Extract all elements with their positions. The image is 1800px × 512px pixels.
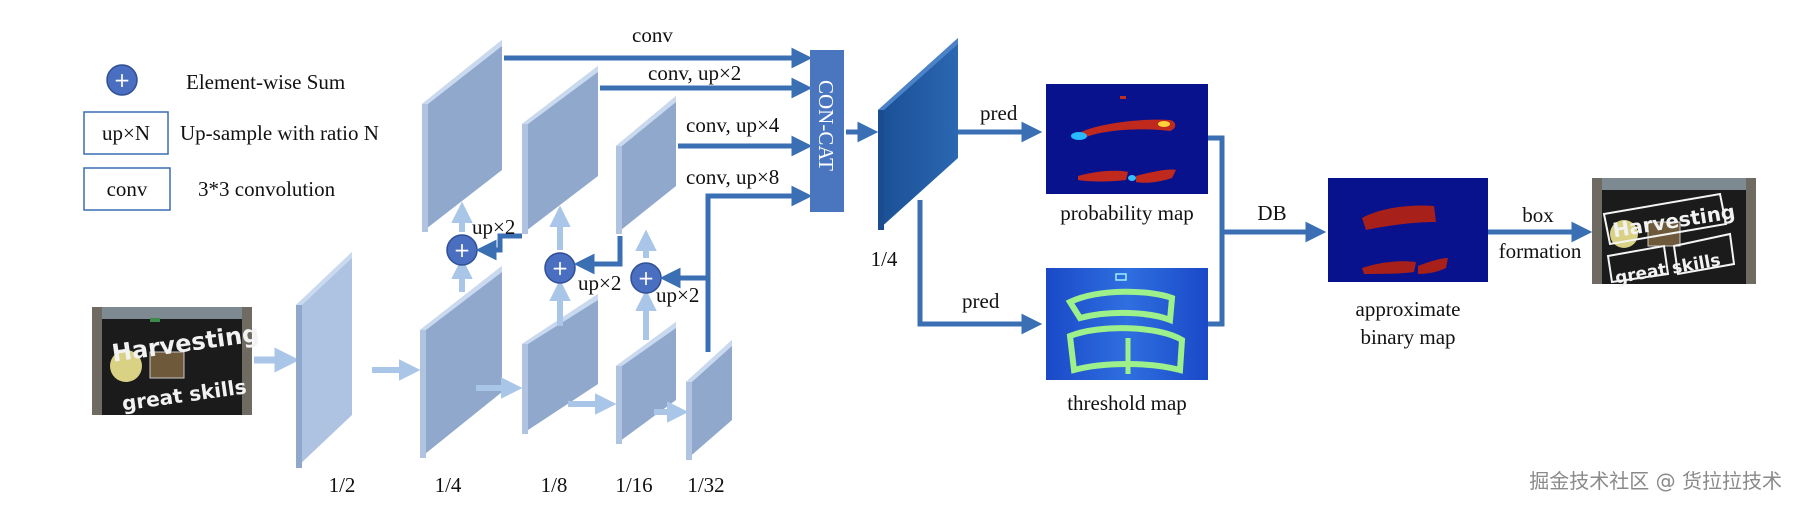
fpn-block-1-8	[522, 66, 598, 234]
legend-sum-icon	[106, 64, 138, 96]
feature-block	[878, 38, 958, 230]
branch-label-up2: conv, up×2	[648, 61, 741, 85]
probability-map-label: probability map	[1060, 201, 1194, 225]
box-label-line1: box	[1522, 203, 1554, 227]
scale-label-1-4: 1/4	[435, 473, 462, 497]
topdown-arrow-1	[475, 233, 522, 261]
legend-conv-box-text: conv	[107, 177, 148, 201]
threshold-map	[1046, 268, 1208, 380]
pred-label-bottom: pred	[962, 289, 1000, 313]
up-label-1: up×2	[472, 215, 515, 239]
watermark: 掘金技术社区 @ 货拉拉技术	[1529, 469, 1782, 493]
legend-sum-label: Element-wise Sum	[186, 70, 345, 94]
input-image: Harvesting great skills	[92, 307, 261, 416]
fpn: + + + up×2 up×2 up×2	[422, 40, 711, 352]
pred-label-top: pred	[980, 101, 1018, 125]
sum-node-2: +	[544, 252, 576, 284]
box-label-line2: formation	[1499, 239, 1582, 263]
branch-label-conv: conv	[632, 23, 673, 47]
approx-label-line1: approximate	[1356, 297, 1461, 321]
sum-node-1-symbol: +	[454, 238, 471, 262]
legend-upsample-label: Up-sample with ratio N	[180, 121, 379, 145]
output-image: Harvesting great skills	[1592, 178, 1756, 289]
pred-arrow-bottom	[917, 200, 1043, 335]
concat-box	[810, 50, 844, 212]
sum-node-2-symbol: +	[552, 256, 569, 280]
legend-conv-label: 3*3 convolution	[198, 177, 336, 201]
sum-node-1: +	[446, 234, 478, 266]
db-bracket	[1208, 135, 1225, 327]
legend-upsample-box	[83, 111, 169, 155]
branch-label-up8: conv, up×8	[686, 165, 779, 189]
backbone: 1/2 1/4 1/8 1/16 1/32	[296, 252, 732, 497]
sum-node-3-symbol: +	[638, 266, 655, 290]
topdown-arrow-2	[573, 236, 623, 275]
backbone-block-1-4	[420, 266, 502, 458]
sum-node-3: +	[630, 262, 662, 294]
legend-upsample-box-text: up×N	[102, 121, 150, 145]
approx-binary-map	[1328, 178, 1488, 282]
scale-label-1-2: 1/2	[329, 473, 356, 497]
scale-label-1-16: 1/16	[615, 473, 652, 497]
legend-sum-symbol: +	[114, 68, 131, 92]
concat-arrow-up8	[705, 185, 813, 352]
up-label-2: up×2	[578, 271, 621, 295]
fpn-block-1-4	[422, 40, 502, 232]
concat: conv conv, up×2 conv, up×4 conv, up×8 CO…	[504, 23, 879, 352]
approx-label-line2: binary map	[1360, 325, 1455, 349]
backbone-block-1-32	[686, 340, 732, 460]
legend-conv-box	[83, 167, 171, 211]
fpn-block-1-16	[616, 96, 676, 234]
feature-scale-label: 1/4	[871, 247, 898, 271]
probability-map	[1046, 84, 1208, 194]
threshold-map-label: threshold map	[1067, 391, 1187, 415]
scale-label-1-32: 1/32	[687, 473, 724, 497]
backbone-block-1-16	[616, 322, 676, 444]
db-label: DB	[1257, 201, 1286, 225]
legend: + Element-wise Sum up×N Up-sample with r…	[83, 64, 379, 211]
scale-label-1-8: 1/8	[541, 473, 568, 497]
backbone-block-1-2	[296, 252, 352, 468]
concat-label: CON-CAT	[814, 80, 838, 171]
up-label-3: up×2	[656, 283, 699, 307]
branch-label-up4: conv, up×4	[686, 113, 780, 137]
